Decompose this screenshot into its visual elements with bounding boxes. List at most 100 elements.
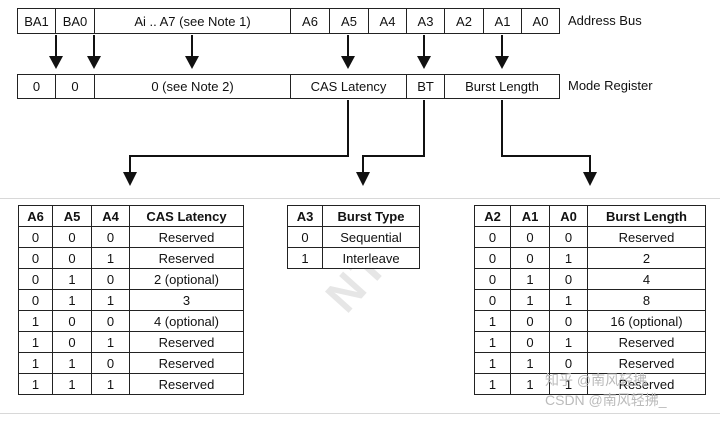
table-cell: 4 bbox=[587, 268, 706, 290]
table-cell: 2 (optional) bbox=[129, 268, 244, 290]
table-cell: Reserved bbox=[129, 352, 244, 374]
address-bus-cell: A6 bbox=[291, 9, 330, 33]
table-header-row: A6 A5 A4 CAS Latency bbox=[18, 205, 244, 227]
table-cell: 0 bbox=[474, 289, 511, 311]
table-cell: 1 bbox=[18, 352, 53, 374]
table-cell: 0 bbox=[91, 310, 130, 332]
table-cell: 0 bbox=[18, 226, 53, 248]
table-cell: Reserved bbox=[587, 226, 706, 248]
table-cell: 0 bbox=[52, 247, 92, 269]
table-cell: 1 bbox=[510, 268, 550, 290]
lower-frame bbox=[0, 198, 720, 414]
arrow-head bbox=[49, 56, 63, 69]
address-bus-cell: A5 bbox=[330, 9, 369, 33]
table-cell: 1 bbox=[510, 352, 550, 374]
table-cell: 0 bbox=[91, 352, 130, 374]
address-bus-cell: BA1 bbox=[18, 9, 56, 33]
arrow-head bbox=[341, 56, 355, 69]
table-cell: 1 bbox=[474, 373, 511, 395]
table-cell: 0 bbox=[18, 268, 53, 290]
table-cell: 0 bbox=[510, 310, 550, 332]
mode-register-row: 0 0 0 (see Note 2) CAS Latency BT Burst … bbox=[17, 74, 560, 99]
table-cell: 0 bbox=[18, 289, 53, 311]
cas-connector bbox=[129, 100, 349, 172]
address-bus-cell: BA0 bbox=[56, 9, 95, 33]
arrow-head bbox=[495, 56, 509, 69]
table-cell: 3 bbox=[129, 289, 244, 311]
burst-length-connector bbox=[501, 100, 591, 172]
table-cell: Reserved bbox=[587, 373, 706, 395]
address-bus-cell: A0 bbox=[532, 13, 549, 29]
table-cell: 0 bbox=[91, 268, 130, 290]
table-cell: 1 bbox=[510, 373, 550, 395]
table-cell: 0 bbox=[474, 226, 511, 248]
mode-register-burst-length: Burst Length bbox=[465, 79, 539, 94]
table-cell: 1 bbox=[18, 331, 53, 353]
address-bus-cell: A4 bbox=[369, 9, 407, 33]
table-cell: 1 bbox=[549, 289, 588, 311]
table-cell: Reserved bbox=[129, 226, 244, 248]
table-header-cell: A2 bbox=[474, 205, 511, 227]
table-cell: 0 bbox=[510, 226, 550, 248]
credit-csdn: CSDN @南风轻拂_ bbox=[545, 392, 667, 408]
table-cell: 1 bbox=[474, 352, 511, 374]
address-bus-cell: A3 bbox=[407, 9, 445, 33]
mode-register-cas-latency: CAS Latency bbox=[291, 75, 407, 98]
table-cell: Reserved bbox=[129, 331, 244, 353]
table-cell: 0 bbox=[510, 331, 550, 353]
table-cell: Reserved bbox=[129, 373, 244, 395]
table-header-row: A3 Burst Type bbox=[287, 205, 420, 227]
table-cell: 8 bbox=[587, 289, 706, 311]
table-cell: Sequential bbox=[322, 226, 420, 248]
table-cell: 0 bbox=[91, 226, 130, 248]
table-cell: 1 bbox=[52, 268, 92, 290]
mode-register-cell: 0 bbox=[18, 75, 56, 98]
table-cell: 1 bbox=[91, 331, 130, 353]
table-cell: 1 bbox=[52, 352, 92, 374]
table-cell: 2 bbox=[587, 247, 706, 269]
table-cell: 0 bbox=[549, 268, 588, 290]
mode-register-label: Mode Register bbox=[568, 78, 653, 93]
table-header-cell: A1 bbox=[510, 205, 550, 227]
table-cell: 0 bbox=[474, 268, 511, 290]
table-header-cell: CAS Latency bbox=[129, 205, 244, 227]
table-cell: 0 bbox=[52, 331, 92, 353]
table-header-cell: A3 bbox=[287, 205, 323, 227]
table-cell: 1 bbox=[91, 289, 130, 311]
table-cell: Reserved bbox=[129, 247, 244, 269]
table-cell: Interleave bbox=[322, 247, 420, 269]
credit-zhihu: 知乎 @南风轻拂 bbox=[545, 372, 648, 388]
table-cell: Reserved bbox=[587, 331, 706, 353]
table-cell: 1 bbox=[510, 289, 550, 311]
table-header-cell: A5 bbox=[52, 205, 92, 227]
table-cell: 4 (optional) bbox=[129, 310, 244, 332]
table-cell: 0 bbox=[474, 247, 511, 269]
arrow-head bbox=[417, 56, 431, 69]
mode-register-cell: 0 bbox=[56, 75, 95, 98]
table-cell: 0 bbox=[52, 310, 92, 332]
address-bus-cell: A1 bbox=[484, 9, 522, 33]
table-cell: 0 bbox=[549, 310, 588, 332]
table-cell: 1 bbox=[287, 247, 323, 269]
table-header-cell: A0 bbox=[549, 205, 588, 227]
arrow-head bbox=[123, 172, 137, 186]
arrow-head bbox=[356, 172, 370, 186]
table-cell: 1 bbox=[18, 310, 53, 332]
table-cell: 0 bbox=[549, 226, 588, 248]
arrow-head bbox=[185, 56, 199, 69]
mode-register-bt: BT bbox=[407, 75, 445, 98]
